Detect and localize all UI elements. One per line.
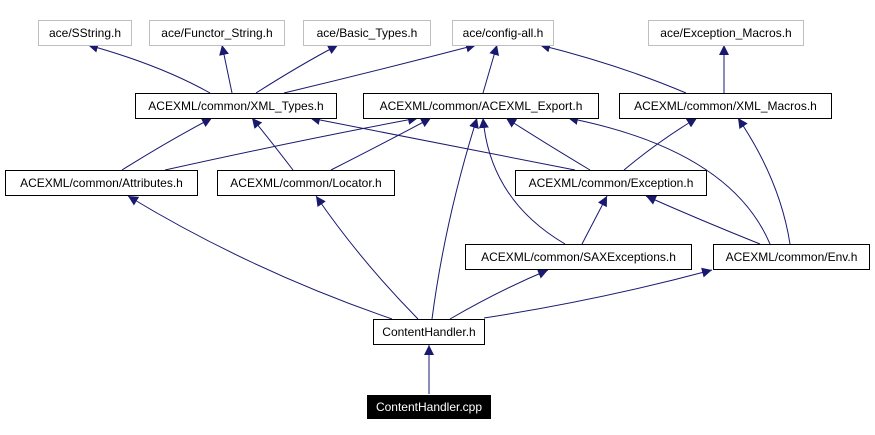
node-xml-types[interactable]: ACEXML/common/XML_Types.h: [135, 93, 337, 119]
edge-attributes-to-xmltypes: [121, 117, 213, 171]
edge-contenthandler-to-attributes: [127, 195, 393, 320]
edge-exception-to-export: [505, 117, 591, 171]
node-ace-exception-macros[interactable]: ace/Exception_Macros.h: [648, 20, 804, 46]
edge-export-to-configall: [482, 44, 499, 94]
node-contenthandler-h[interactable]: ContentHandler.h: [373, 319, 485, 345]
edge-xmlmacros-to-configall: [539, 42, 687, 94]
edge-attributes-to-export: [164, 114, 419, 171]
edge-contenthandler-to-export: [431, 117, 479, 320]
edge-xmltypes-to-sstring: [87, 42, 211, 94]
edge-xmltypes-to-functorstring: [219, 44, 233, 94]
edge-exception-to-xmltypes: [309, 115, 576, 171]
edge-exception-to-xmlmacros: [623, 117, 698, 171]
node-acexml-export[interactable]: ACEXML/common/ACEXML_Export.h: [363, 93, 599, 119]
node-env[interactable]: ACEXML/common/Env.h: [713, 244, 870, 270]
node-attributes[interactable]: ACEXML/common/Attributes.h: [5, 170, 198, 196]
edge-xmltypes-to-configall: [283, 42, 477, 94]
edge-env-to-export: [567, 115, 771, 245]
node-locator[interactable]: ACEXML/common/Locator.h: [217, 170, 395, 196]
node-ace-sstring[interactable]: ace/SString.h: [38, 20, 132, 46]
node-ace-basic-types[interactable]: ace/Basic_Types.h: [303, 20, 431, 46]
edge-contenthandler-to-env: [483, 267, 713, 319]
edge-locator-to-xmltypes: [251, 117, 294, 171]
node-contenthandler-cpp: ContentHandler.cpp: [367, 395, 491, 419]
node-xml-macros[interactable]: ACEXML/common/XML_Macros.h: [619, 93, 832, 119]
edge-locator-to-export: [330, 117, 432, 171]
edge-contenthandler-to-locator: [315, 195, 419, 320]
edge-xmltypes-to-basictypes: [255, 44, 339, 94]
node-exception[interactable]: ACEXML/common/Exception.h: [515, 170, 707, 196]
edge-env-to-exception: [645, 195, 761, 245]
node-ace-functor-string[interactable]: ace/Functor_String.h: [149, 20, 285, 46]
edge-saxexceptions-to-exception: [581, 195, 608, 245]
node-ace-config-all[interactable]: ace/config-all.h: [452, 20, 554, 46]
node-sax-exceptions[interactable]: ACEXML/common/SAXExceptions.h: [465, 244, 692, 270]
edge-saxexceptions-to-export: [478, 117, 566, 245]
edge-env-to-xmlmacros: [737, 117, 791, 245]
edge-contenthandler-to-saxexceptions: [449, 269, 549, 320]
